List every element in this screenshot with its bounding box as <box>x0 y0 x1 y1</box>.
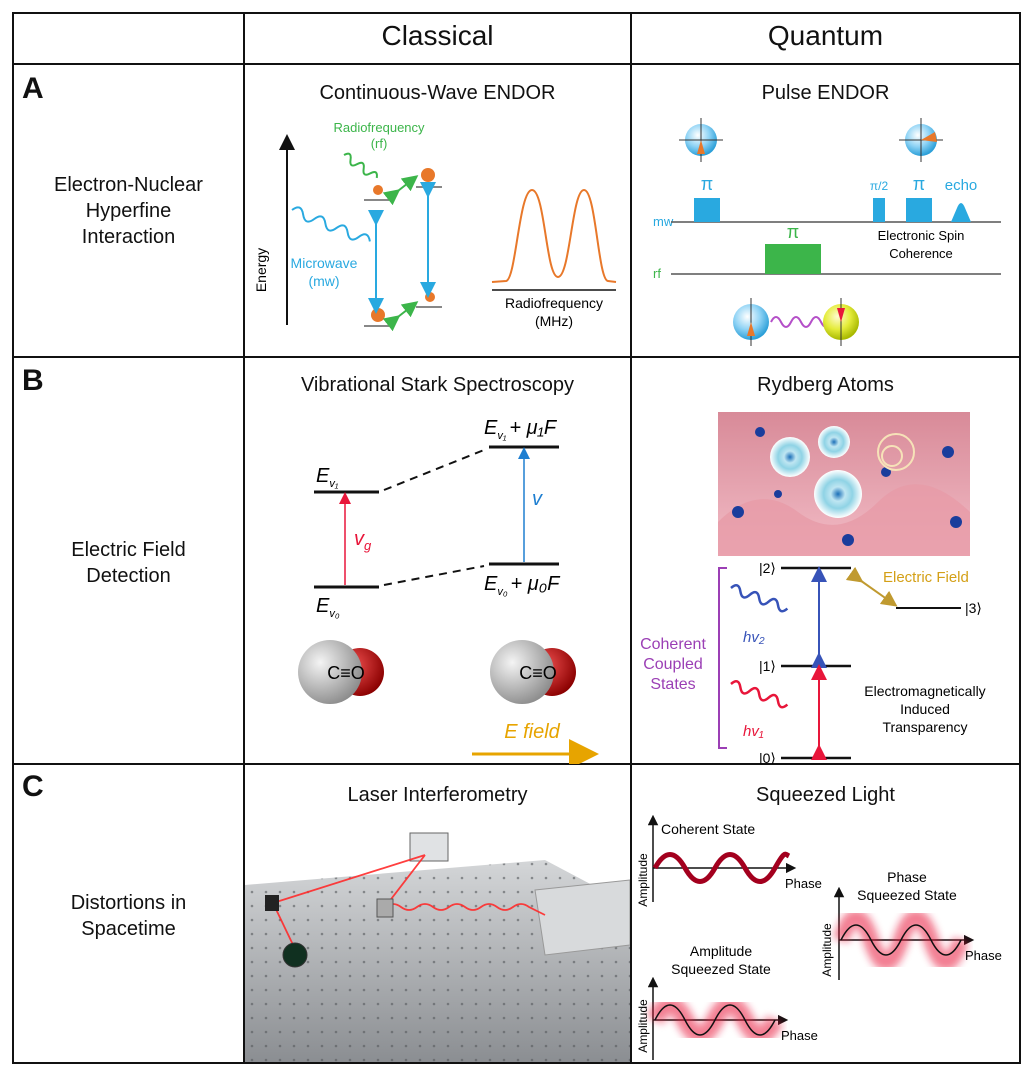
row-letter-c: C <box>22 770 44 803</box>
svg-text:C≡O: C≡O <box>327 663 365 683</box>
ev0-label: Ev₀ <box>316 595 340 620</box>
hv1-wave <box>730 680 789 709</box>
electric-field-label: Electric Field <box>883 569 969 586</box>
title-squeezed: Squeezed Light <box>755 784 895 806</box>
mw-pi-pulse-2 <box>906 198 932 222</box>
laser-box <box>534 879 630 956</box>
co-molecule-icon: C≡O <box>298 640 384 704</box>
ket-2-label: |2⟩ <box>759 560 776 576</box>
rydberg-image <box>718 412 970 556</box>
rf-label: Radiofrequency(rf) <box>333 120 425 151</box>
laser-beam <box>272 854 546 950</box>
beam-splitter <box>282 942 308 968</box>
spin-dot <box>371 308 385 322</box>
svg-text:Phase: Phase <box>785 876 822 891</box>
rf-pi-label: π <box>787 222 799 242</box>
svg-text:Phase: Phase <box>965 948 1002 963</box>
co-molecule-icon: C≡O <box>490 640 576 704</box>
echo-pulse <box>951 203 971 222</box>
rf-wave <box>343 152 378 179</box>
hv2-wave <box>730 584 789 613</box>
row-label-c: Distortions in Spacetime <box>70 892 187 940</box>
ev0-shift-label: Ev₀+ μ₀F <box>484 573 561 598</box>
coupling-spring <box>770 316 832 328</box>
hv2-label: hv₂ <box>743 629 765 646</box>
ev1-shift-label: Ev₁+ μ₁F <box>484 417 558 442</box>
row-letter-b: B <box>22 364 44 397</box>
title-rydberg: Rydberg Atoms <box>757 374 894 396</box>
ket-0-label: |0⟩ <box>759 750 776 764</box>
ket-3-label: |3⟩ <box>965 600 982 616</box>
hv1-label: hv₁ <box>743 723 764 740</box>
column-header-classical: Classical <box>381 20 494 51</box>
ket-1-label: |1⟩ <box>759 658 776 674</box>
svg-text:Coherent State: Coherent State <box>661 821 755 837</box>
row-label-a: Electron-Nuclear Hyperfine Interaction <box>54 174 203 248</box>
vg-label: vg <box>354 528 372 553</box>
spin-dot <box>373 185 383 195</box>
coherent-state-plot: Coherent State Amplitude Phase <box>636 814 822 907</box>
stark-diagram: Ev₁ Ev₀ Ev₁+ μ₁F Ev₀+ μ₀F vg v C≡O C≡O E… <box>298 417 599 764</box>
mirror <box>376 898 394 918</box>
row-letter-a: A <box>22 72 44 105</box>
title-stark: Vibrational Stark Spectroscopy <box>300 374 575 396</box>
rf-pi-pulse <box>765 244 821 274</box>
rf-transition-arrow <box>382 175 419 206</box>
svg-text:Amplitude: Amplitude <box>820 923 834 977</box>
pi-label: π <box>701 174 713 194</box>
coherent-bracket <box>718 567 727 749</box>
cw-endor-diagram: Energy Radiofrequency(rf) Microwave(mw) … <box>253 120 617 332</box>
v-label: v <box>532 488 543 510</box>
electric-field-arrow <box>845 566 898 607</box>
mw-label: Microwave(mw) <box>291 255 358 289</box>
row-label-b: Electric Field Detection <box>71 539 186 587</box>
svg-text:Phase: Phase <box>781 1028 818 1043</box>
pi-label-2: π <box>913 174 925 194</box>
bloch-sphere-icon <box>899 118 943 162</box>
interferometry-image <box>245 815 630 1062</box>
endor-spectrum <box>491 188 617 283</box>
mw-pi-pulse <box>694 198 720 222</box>
spin-dot <box>425 292 435 302</box>
dashed-connector <box>383 565 485 586</box>
title-interferometry: Laser Interferometry <box>347 784 528 806</box>
title-cw-endor: Continuous-Wave ENDOR <box>319 82 556 104</box>
echo-label: echo <box>945 177 978 194</box>
rf-channel-label: rf <box>653 266 661 281</box>
svg-text:Amplitude: Amplitude <box>636 999 650 1053</box>
bloch-sphere-icon <box>679 118 723 162</box>
laser-source <box>409 832 449 862</box>
half-pi-label: π/2 <box>870 179 889 193</box>
svg-text:C≡O: C≡O <box>519 663 557 683</box>
column-header-quantum: Quantum <box>767 20 884 51</box>
bloch-sphere-icon <box>823 298 859 346</box>
ev1-label: Ev₁ <box>316 465 339 490</box>
spin-dot <box>421 168 435 182</box>
mw-wave <box>291 206 371 242</box>
mw-half-pi-pulse <box>873 198 885 222</box>
spectrum-axis-label: Radiofrequency(MHz) <box>505 295 603 329</box>
e-field-label: E field <box>504 721 560 743</box>
energy-label: Energy <box>253 248 269 292</box>
mirror <box>265 895 279 911</box>
rf-transition-arrow <box>382 301 419 332</box>
mw-channel-label: mw <box>653 214 674 229</box>
svg-text:Amplitude: Amplitude <box>636 853 650 907</box>
bloch-sphere-icon <box>733 298 769 346</box>
title-pulse-endor: Pulse ENDOR <box>761 82 890 104</box>
dashed-connector <box>383 449 485 491</box>
